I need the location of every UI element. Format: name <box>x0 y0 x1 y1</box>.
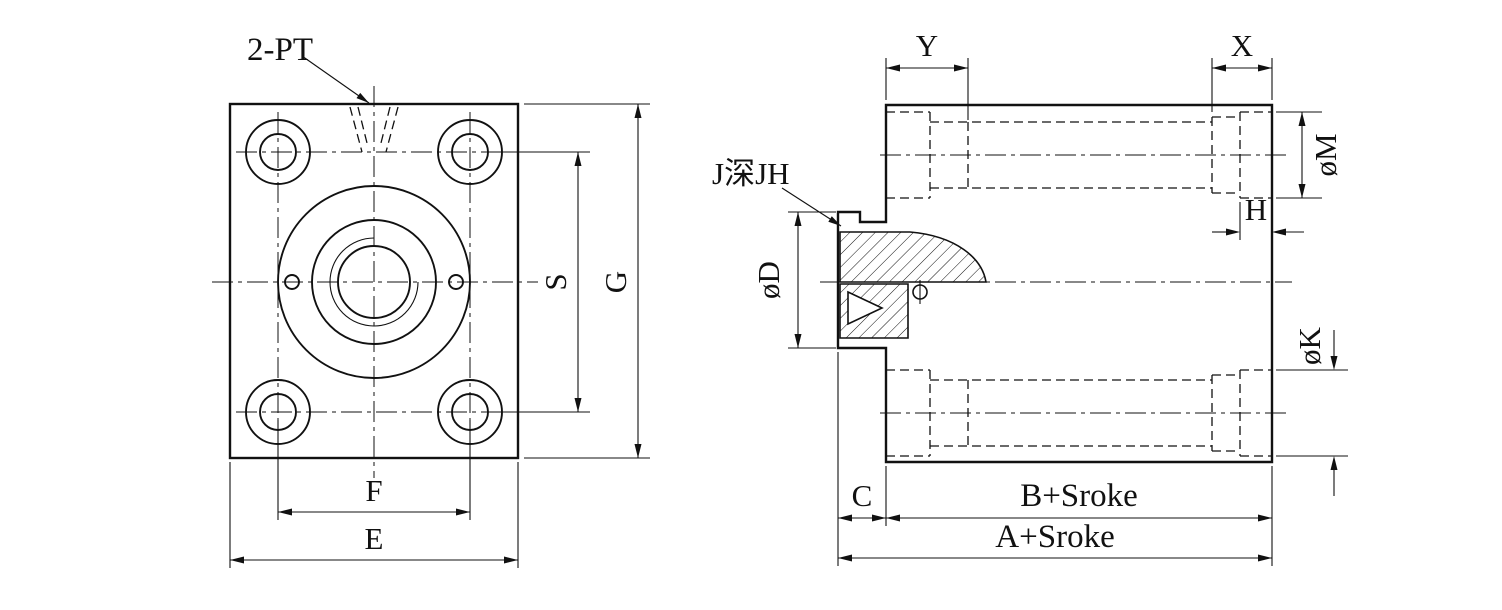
dimension-E: E <box>229 462 519 568</box>
dim-M-label: øM <box>1308 133 1343 176</box>
dim-A-label: A+Sroke <box>995 519 1114 555</box>
dimension-M: øM <box>1276 111 1343 199</box>
bottom-extension-lines <box>837 352 1273 566</box>
dim-D-label: øD <box>751 261 786 299</box>
port-note-label: 2-PT <box>247 32 313 68</box>
hidden-hole-top <box>886 111 1272 199</box>
thread-arc <box>329 237 419 327</box>
dim-X-label: X <box>1231 28 1253 63</box>
leader-arrowhead <box>356 92 369 103</box>
side-body-outline <box>836 103 1274 464</box>
dimension-S: S <box>502 151 590 413</box>
section-hatch <box>839 231 987 339</box>
dim-C-label: C <box>852 478 873 513</box>
dimension-C: C <box>838 478 886 522</box>
dimension-G: G <box>524 103 650 459</box>
depth-note-leader: J深JH <box>712 156 842 227</box>
pin-hole-left <box>284 274 300 290</box>
top-port-hidden-lines <box>349 106 399 153</box>
dimension-X: X <box>1211 28 1273 112</box>
dimension-B-stroke: B+Sroke <box>886 478 1272 522</box>
dimension-D: øD <box>751 211 836 349</box>
dim-E-label: E <box>365 521 384 556</box>
dimension-H: H <box>1212 192 1304 240</box>
leader-arrowhead <box>828 216 841 226</box>
depth-note-label: J深JH <box>712 156 790 191</box>
dim-Y-label: Y <box>916 28 938 63</box>
dim-K-label: øK <box>1292 326 1327 365</box>
dim-G-label: G <box>598 271 633 293</box>
rod-thread-mark <box>847 290 884 326</box>
dim-B-label: B+Sroke <box>1020 478 1138 514</box>
dim-F-label: F <box>365 473 382 508</box>
pin-hole-right <box>448 274 464 290</box>
center-boss <box>277 185 471 379</box>
front-view: 2-PT F E S <box>212 32 650 568</box>
dimension-F: F <box>277 420 471 520</box>
dim-H-label: H <box>1245 192 1267 227</box>
dimension-A-stroke: A+Sroke <box>838 519 1272 562</box>
dimension-Y: Y <box>885 28 969 120</box>
hidden-hole-bottom <box>886 369 1272 457</box>
port-note-leader: 2-PT <box>247 32 370 104</box>
dimension-K: øK <box>1276 326 1348 496</box>
dim-S-label: S <box>538 273 573 290</box>
side-view: J深JH Y X øM <box>712 28 1348 566</box>
